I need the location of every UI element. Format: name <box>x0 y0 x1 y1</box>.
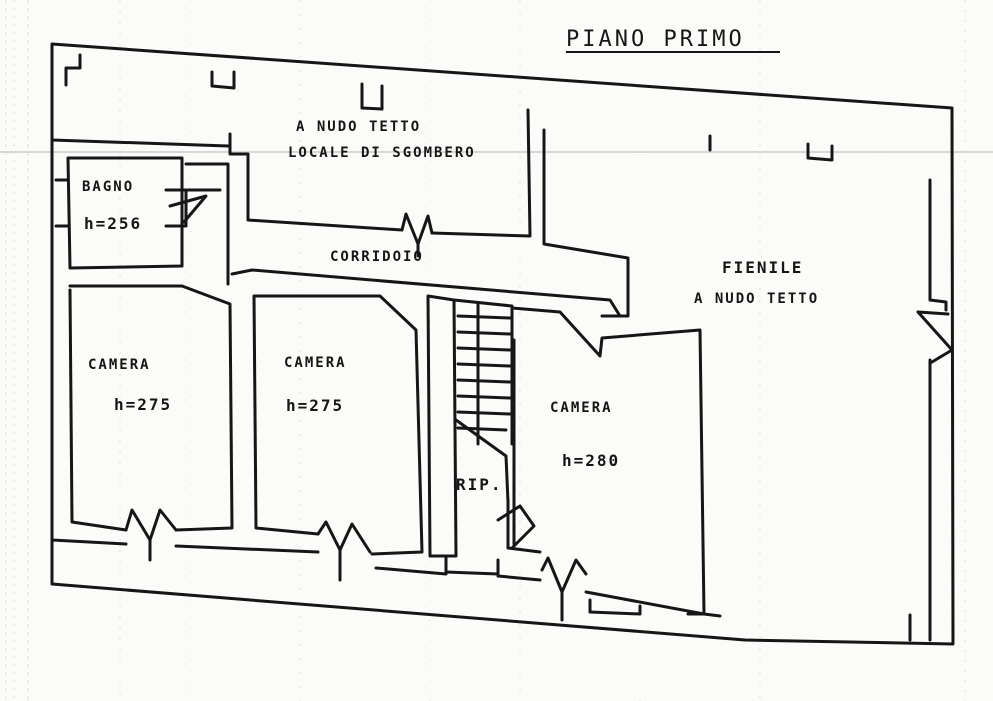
bedroom-2-door <box>316 520 372 582</box>
plan-title: PIANO PRIMO <box>566 27 745 52</box>
corridor-walls <box>184 162 622 318</box>
bedroom-3-door <box>540 556 588 622</box>
bathroom-label: BAGNO <box>82 179 134 195</box>
hayloft-opening <box>916 310 954 364</box>
bedroom-1-label: CAMERA <box>88 357 151 373</box>
bathroom-walls <box>54 156 184 270</box>
bathroom-door <box>164 188 208 228</box>
roof-space-label: A NUDO TETTO <box>296 119 421 135</box>
bottom-inner-wall <box>50 538 722 618</box>
bathroom-height: h=256 <box>84 214 142 233</box>
top-wall-notches <box>64 53 834 162</box>
corridor-label: CORRIDOIO <box>330 249 424 265</box>
bedroom-1-door <box>124 508 178 562</box>
storage-label: RIP. <box>456 475 503 494</box>
corridor-door-top <box>400 212 434 258</box>
storage-room-door <box>496 504 536 550</box>
bedroom-2-label: CAMERA <box>284 355 347 371</box>
bedroom-2-walls <box>252 294 424 556</box>
roof-space-use-label: LOCALE DI SGOMBERO <box>288 145 476 161</box>
hayloft-label: FIENILE <box>722 258 803 277</box>
bedroom-2-height: h=275 <box>286 396 344 415</box>
storage-room-walls <box>444 498 542 576</box>
stair-well <box>426 294 514 558</box>
storage-wall <box>50 138 230 148</box>
stair-landing <box>454 418 510 504</box>
bedroom-1-walls <box>68 284 234 532</box>
bedroom-3-height: h=280 <box>562 451 620 470</box>
roof-space-walls <box>228 108 532 238</box>
hayloft-note: A NUDO TETTO <box>694 291 819 307</box>
bedroom-3-label: CAMERA <box>550 400 613 416</box>
stair-treads <box>456 302 512 446</box>
bedroom-1-height: h=275 <box>114 395 172 414</box>
outer-wall <box>50 42 955 646</box>
hayloft-walls <box>542 128 948 642</box>
